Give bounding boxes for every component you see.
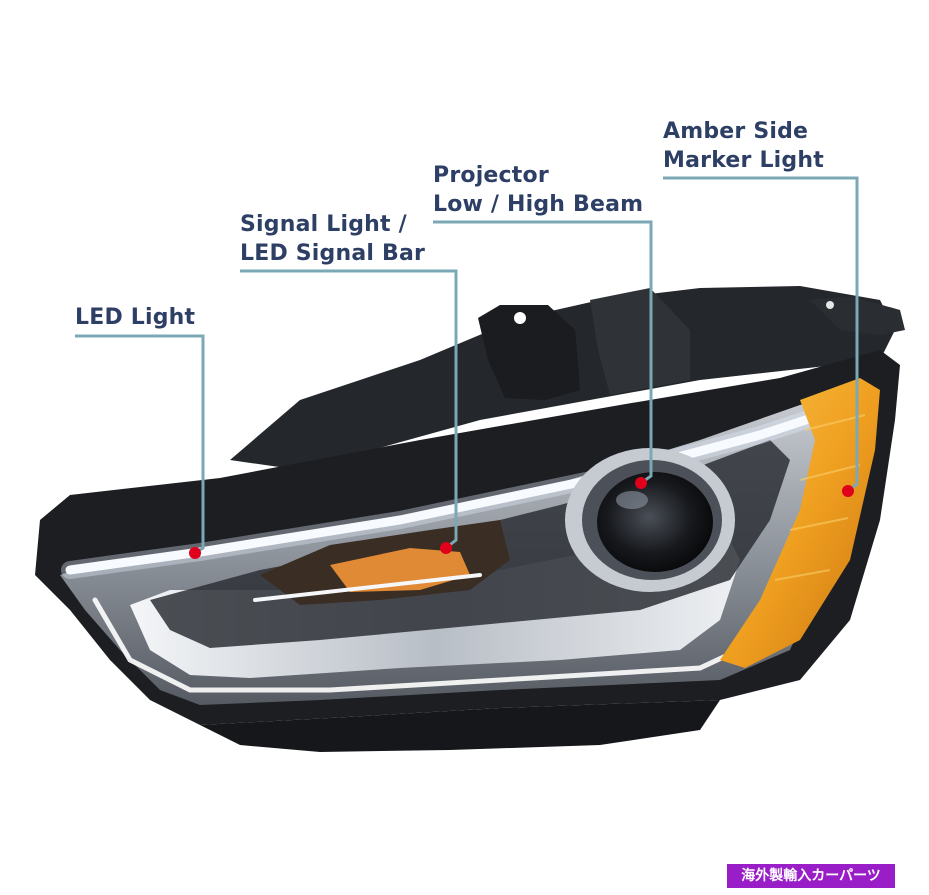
led-drl-strip xyxy=(65,407,835,575)
callout-projector: Projector Low / High Beam xyxy=(433,161,643,219)
rear-housing-ridge xyxy=(590,288,690,395)
callout-line: Signal Light / xyxy=(240,212,407,237)
marker-dot-signal-light xyxy=(440,542,452,554)
amber-side-marker-lens xyxy=(720,378,880,668)
marker-dot-amber-side-marker xyxy=(842,485,854,497)
callout-line: Low / High Beam xyxy=(433,192,644,217)
callout-line: LED Light xyxy=(75,305,196,330)
leader-projector xyxy=(433,220,653,485)
callout-amber-side-marker: Amber Side Marker Light xyxy=(663,117,824,175)
signal-led-bar xyxy=(253,573,482,602)
callout-line: Projector xyxy=(433,163,549,188)
marker-dot-projector xyxy=(635,477,647,489)
callout-line: Amber Side xyxy=(663,119,809,144)
amber-lens-ridges xyxy=(774,414,866,581)
marker-dot-led-light xyxy=(189,547,201,559)
mounting-bracket xyxy=(478,305,580,400)
rear-bracket-bolt xyxy=(826,301,834,309)
projector-highlight xyxy=(616,491,648,509)
led-drl-lower xyxy=(92,597,763,693)
led-drl-glow xyxy=(61,403,839,579)
bottom-housing xyxy=(200,700,720,752)
callout-line: LED Signal Bar xyxy=(240,241,426,266)
footer-badge: 海外製輸入カーパーツ xyxy=(727,864,895,888)
mounting-bracket-hole xyxy=(514,312,526,324)
callout-led-light: LED Light xyxy=(75,303,195,332)
projector-lens xyxy=(597,472,713,572)
callout-signal-light: Signal Light / LED Signal Bar xyxy=(240,210,425,268)
callout-line: Marker Light xyxy=(663,148,824,173)
leader-signal-light xyxy=(240,269,458,550)
